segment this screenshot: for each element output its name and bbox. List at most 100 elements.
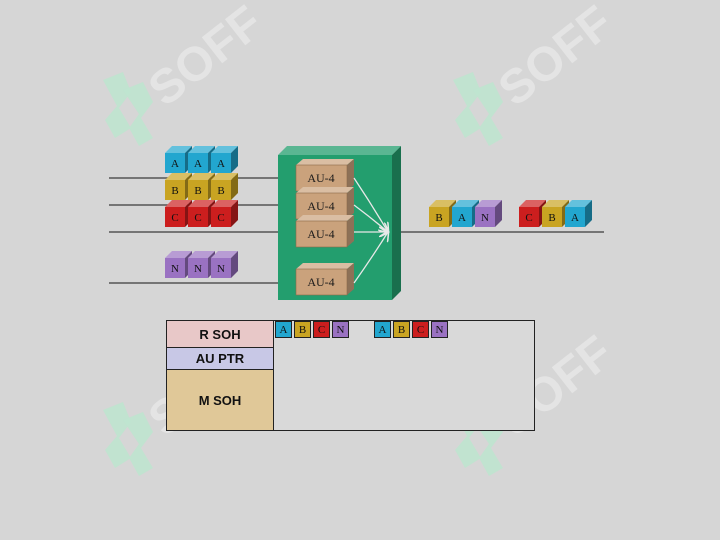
cube-label: B	[217, 185, 224, 197]
cube-front	[188, 258, 208, 278]
auptr-label: AU PTR	[195, 351, 245, 366]
cube-side	[231, 251, 238, 278]
watermark-text: SOFF	[139, 0, 272, 117]
output-cube: C	[519, 200, 546, 227]
cube-top	[519, 200, 546, 207]
cube-side	[231, 173, 238, 200]
watermark-logo: SOFF	[103, 0, 273, 146]
cube-front	[475, 207, 495, 227]
cube-front	[211, 180, 231, 200]
payload-square: B	[294, 321, 311, 338]
msoh-label: M SOH	[198, 392, 242, 408]
cube-front	[565, 207, 585, 227]
au4-front	[295, 220, 348, 248]
cube-top	[475, 200, 502, 207]
cube-top	[165, 251, 192, 258]
cube-top	[211, 146, 238, 153]
payload-square: B	[393, 321, 410, 338]
input-cube: C	[165, 200, 192, 227]
output-cube: B	[429, 200, 456, 227]
au4-block: AU-4	[295, 263, 354, 296]
cube-label: A	[458, 212, 466, 224]
cube-top	[565, 200, 592, 207]
cube-label: B	[194, 185, 201, 197]
cube-front	[165, 180, 185, 200]
output-cube: N	[475, 200, 502, 227]
cube-front	[188, 180, 208, 200]
cube-top	[211, 251, 238, 258]
cube-top	[452, 200, 479, 207]
payload-square: A	[374, 321, 391, 338]
watermark-text: SOFF	[489, 0, 622, 117]
au4-label: AU-4	[307, 227, 334, 241]
cube-label: A	[571, 212, 579, 224]
input-cube: C	[188, 200, 215, 227]
cube-side	[585, 200, 592, 227]
input-cube: A	[165, 146, 192, 173]
cube-top	[211, 173, 238, 180]
cube-label: B	[548, 212, 555, 224]
payload-square: C	[412, 321, 429, 338]
au4-side	[347, 187, 354, 219]
cube-label: N	[481, 212, 489, 224]
cube-top	[188, 173, 215, 180]
input-cube: A	[188, 146, 215, 173]
au4-side	[347, 159, 354, 191]
cube-top	[165, 200, 192, 207]
input-cube: N	[211, 251, 238, 278]
au4-front	[295, 268, 348, 296]
cube-label: A	[194, 158, 202, 170]
input-cube: N	[165, 251, 192, 278]
cube-front	[452, 207, 472, 227]
input-cube: A	[211, 146, 238, 173]
cube-front	[542, 207, 562, 227]
watermark-logo: SOFF	[453, 0, 623, 146]
output-cube: B	[542, 200, 569, 227]
au4-top	[296, 187, 354, 193]
au4-front	[295, 192, 348, 220]
cube-front	[165, 207, 185, 227]
cube-front	[211, 207, 231, 227]
au4-top	[296, 263, 354, 269]
au4-label: AU-4	[307, 171, 334, 185]
au4-top	[296, 159, 354, 165]
cube-front	[188, 153, 208, 173]
mux-top	[278, 146, 401, 155]
input-cube: B	[188, 173, 215, 200]
multiplexer-box: AU-4AU-4AU-4AU-4	[278, 146, 401, 300]
au4-side	[347, 215, 354, 247]
cube-label: B	[435, 212, 442, 224]
cube-front	[188, 207, 208, 227]
auptr-cell: AU PTR	[167, 348, 274, 370]
input-cube: B	[211, 173, 238, 200]
cube-front	[519, 207, 539, 227]
au4-label: AU-4	[307, 275, 334, 289]
cube-top	[165, 173, 192, 180]
cube-label: A	[171, 158, 179, 170]
cube-front	[165, 258, 185, 278]
cube-front	[211, 258, 231, 278]
input-cube: N	[188, 251, 215, 278]
au4-block: AU-4	[295, 215, 354, 248]
cube-label: N	[171, 263, 179, 275]
input-cube: C	[211, 200, 238, 227]
au4-side	[347, 263, 354, 295]
cube-label: N	[217, 263, 225, 275]
payload-square: A	[275, 321, 292, 338]
rsoh-label: R SOH	[199, 326, 241, 342]
cube-front	[165, 153, 185, 173]
cube-label: A	[217, 158, 225, 170]
cube-front	[429, 207, 449, 227]
au4-block: AU-4	[295, 159, 354, 192]
cube-top	[188, 251, 215, 258]
cube-label: N	[194, 263, 202, 275]
cube-label: C	[217, 212, 224, 224]
cube-label: C	[171, 212, 178, 224]
payload-square: N	[332, 321, 349, 338]
cube-label: C	[194, 212, 201, 224]
cube-top	[165, 146, 192, 153]
rsoh-cell: R SOH	[167, 321, 274, 348]
au4-top	[296, 215, 354, 221]
